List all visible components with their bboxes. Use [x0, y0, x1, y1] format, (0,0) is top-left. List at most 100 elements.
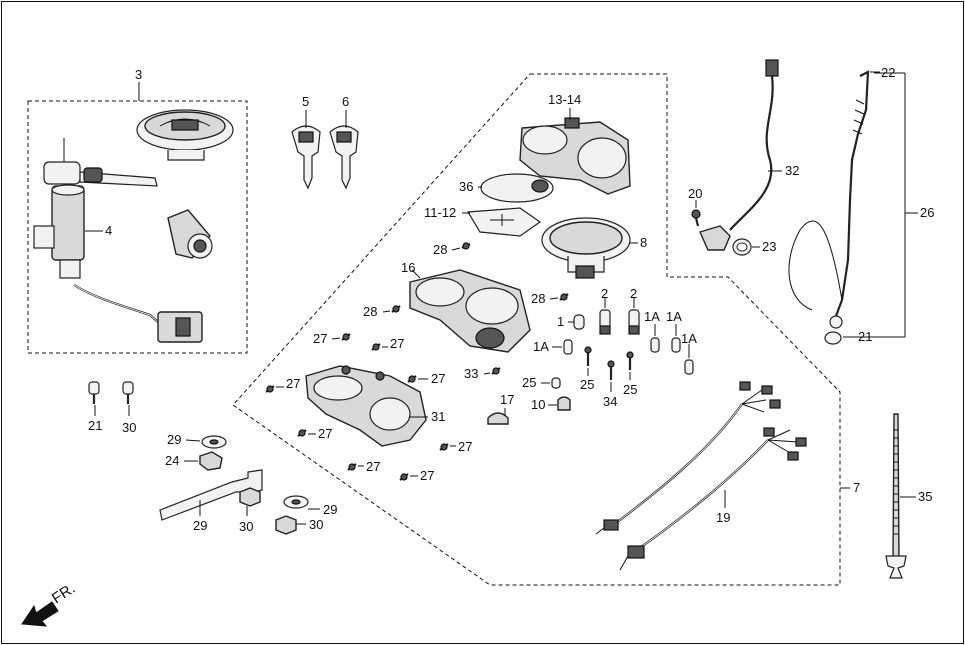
- label-8: 8: [640, 235, 647, 250]
- label-1A-b: 1A: [666, 309, 682, 324]
- sensor-wire-31-part: [699, 59, 779, 251]
- bulb-1A-b-part: [671, 337, 681, 353]
- label-28-c: 28: [531, 291, 545, 306]
- label-29-c-text: 30: [309, 517, 323, 532]
- bulb-1A-d-part: [684, 359, 694, 375]
- screw-27-c-part: [265, 385, 275, 393]
- lock-cylinder-part: [167, 209, 213, 259]
- label-27-b: 27: [390, 336, 404, 351]
- screw-27-f-part: [439, 443, 449, 451]
- meter-case-part: [409, 269, 531, 353]
- screw-32-part: [691, 209, 701, 227]
- label-21-a: 21: [88, 418, 102, 433]
- label-28-b: 28: [363, 304, 377, 319]
- label-1A-a: 1A: [644, 309, 660, 324]
- label-27-d: 27: [431, 371, 445, 386]
- label-27-h: 27: [420, 468, 434, 483]
- screw-27-h-part: [399, 473, 409, 481]
- nut-29-b-part: [239, 487, 261, 507]
- label-36: 36: [459, 179, 473, 194]
- fuel-cap-part: [136, 109, 234, 161]
- bulb-2-a-part: [599, 309, 611, 335]
- label-32: 20: [688, 186, 702, 201]
- label-28-d: 33: [464, 366, 478, 381]
- label-35: 35: [918, 489, 932, 504]
- clamp-10-part: [487, 412, 509, 425]
- label-27-a: 27: [313, 331, 327, 346]
- screw-27-e-part: [297, 429, 307, 437]
- screw-28-c-part: [559, 293, 569, 301]
- bulb-1A-c-part: [563, 339, 573, 355]
- key-6-part: [329, 125, 359, 190]
- label-10: 17: [500, 392, 514, 407]
- part-33: [551, 377, 561, 389]
- bolt-21-a-part: [88, 381, 100, 404]
- label-23-text: 22: [881, 65, 895, 80]
- washer-30-b-part: [283, 495, 309, 509]
- label-31: 32: [785, 163, 799, 178]
- label-1A-d: 1A: [681, 331, 697, 346]
- label-1: 1: [557, 314, 564, 329]
- nut-29-a-part: [199, 451, 223, 471]
- label-11-12: 11-12: [424, 205, 456, 220]
- label-33: 25: [522, 375, 536, 390]
- meter-cover-part: [519, 117, 631, 195]
- label-25-a: 25: [580, 377, 594, 392]
- label-30-b: 29: [323, 502, 337, 517]
- label-22: 26: [920, 205, 934, 220]
- speedo-cable-22-part: [788, 70, 880, 329]
- screw-27-b-part: [371, 343, 381, 351]
- label-17: 31: [431, 409, 445, 424]
- face-plate-part: [466, 207, 542, 237]
- nut-29-c-part: [275, 515, 297, 535]
- label-27-c: 27: [286, 376, 300, 391]
- label-21-b: 30: [122, 420, 136, 435]
- label-24: 29: [193, 518, 207, 533]
- label-16: 16: [401, 260, 415, 275]
- wire-harness-19-part: [595, 381, 807, 571]
- screw-27-g-part: [347, 463, 357, 471]
- bulb-1A-a-part: [650, 337, 660, 353]
- screw-25-c-part: [607, 360, 615, 380]
- label-3: 3: [135, 67, 142, 82]
- label-26: 21: [858, 329, 872, 344]
- screw-28-part: [461, 242, 471, 250]
- label-13-14: 13-14: [548, 92, 581, 107]
- label-2-b: 2: [630, 286, 637, 301]
- label-1A-c: 1A: [533, 339, 549, 354]
- gasket-part: [480, 173, 554, 203]
- cable-tie-35-part: [885, 413, 907, 579]
- screw-25-b-part: [626, 351, 634, 370]
- bracket-24-part: [159, 469, 263, 521]
- oring-20-part: [732, 238, 752, 256]
- label-34: 10: [531, 397, 545, 412]
- bolt-21-b-part: [122, 381, 134, 404]
- screw-28-b-part: [391, 305, 401, 313]
- label-19: 19: [716, 510, 730, 525]
- key-5-part: [291, 125, 321, 190]
- label-20: 23: [762, 239, 776, 254]
- meter-assembly-part: [541, 217, 631, 279]
- part-34: [557, 396, 571, 411]
- bulb-1-part: [573, 314, 585, 330]
- label-28-a: 28: [433, 242, 447, 257]
- screw-27-a-part: [341, 333, 351, 341]
- label-27-g: 27: [366, 459, 380, 474]
- lower-case-part: [305, 365, 427, 447]
- label-29-b: 30: [239, 519, 253, 534]
- screw-27-d-part: [407, 375, 417, 383]
- group-7-box: [232, 73, 841, 586]
- label-25-b: 25: [623, 382, 637, 397]
- front-direction-arrow-icon: [21, 601, 59, 627]
- bulb-2-b-part: [628, 309, 640, 335]
- label-29-a: 24: [165, 453, 179, 468]
- screw-25-a-part: [584, 346, 592, 366]
- label-30-a: 29: [167, 432, 181, 447]
- screw-28-d-part: [491, 367, 501, 375]
- label-7-text: 7: [853, 480, 860, 495]
- label-5: 5: [302, 94, 309, 109]
- ring-26-part: [824, 331, 842, 345]
- label-6: 6: [342, 94, 349, 109]
